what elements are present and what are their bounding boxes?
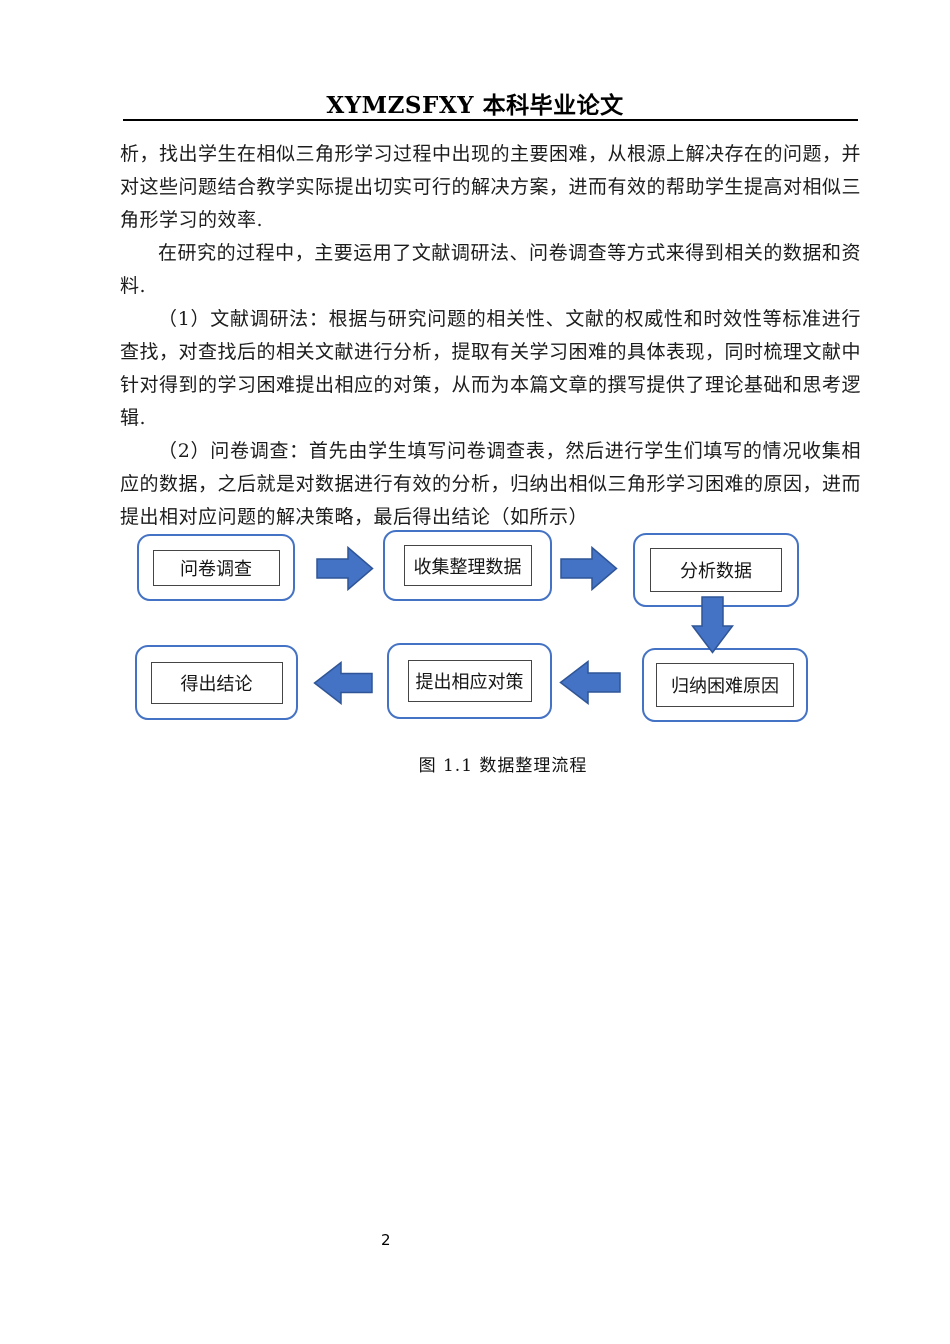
- paragraph-continuation: 析，找出学生在相似三角形学习过程中出现的主要困难，从根源上解决存在的问题，并对这…: [120, 143, 862, 231]
- flow-node-propose-countermeasures: 提出相应对策: [387, 643, 552, 719]
- arrow-right-icon: [316, 546, 374, 591]
- flow-node-label: 提出相应对策: [407, 660, 532, 702]
- arrow-left-icon: [559, 660, 621, 705]
- flow-node-summarize-difficulty-causes: 归纳困难原因: [642, 648, 808, 722]
- flow-node-draw-conclusions: 得出结论: [135, 645, 298, 720]
- header-rule: [123, 119, 858, 121]
- arrow-right-icon: [560, 546, 618, 591]
- paragraph-literature-method: （1）文献调研法：根据与研究问题的相关性、文献的权威性和时效性等标准进行查找，对…: [120, 308, 862, 429]
- flow-node-collect-organize-data: 收集整理数据: [383, 530, 552, 601]
- page-number: 2: [381, 1231, 391, 1249]
- flow-node-label: 得出结论: [150, 661, 283, 704]
- page-header-title: XYMZSFXY 本科毕业论文: [326, 92, 624, 119]
- body-text: 析，找出学生在相似三角形学习过程中出现的主要困难，从根源上解决存在的问题，并对这…: [120, 138, 861, 534]
- arrow-left-icon: [313, 661, 373, 705]
- paragraph-questionnaire-method: （2）问卷调查：首先由学生填写问卷调查表，然后进行学生们填写的情况收集相应的数据…: [120, 440, 862, 528]
- flow-node-label: 问卷调查: [152, 549, 280, 586]
- flow-node-label: 收集整理数据: [403, 545, 532, 586]
- flow-node-label: 分析数据: [650, 548, 782, 592]
- paragraph-methods-intro: 在研究的过程中，主要运用了文献调研法、问卷调查等方式来得到相关的数据和资料.: [120, 242, 861, 297]
- flow-node-label: 归纳困难原因: [656, 663, 794, 707]
- figure-caption: 图 1.1 数据整理流程: [418, 756, 588, 776]
- flow-node-analyze-data: 分析数据: [633, 533, 799, 607]
- arrow-down-icon: [691, 596, 734, 654]
- flow-node-questionnaire-survey: 问卷调查: [137, 534, 295, 601]
